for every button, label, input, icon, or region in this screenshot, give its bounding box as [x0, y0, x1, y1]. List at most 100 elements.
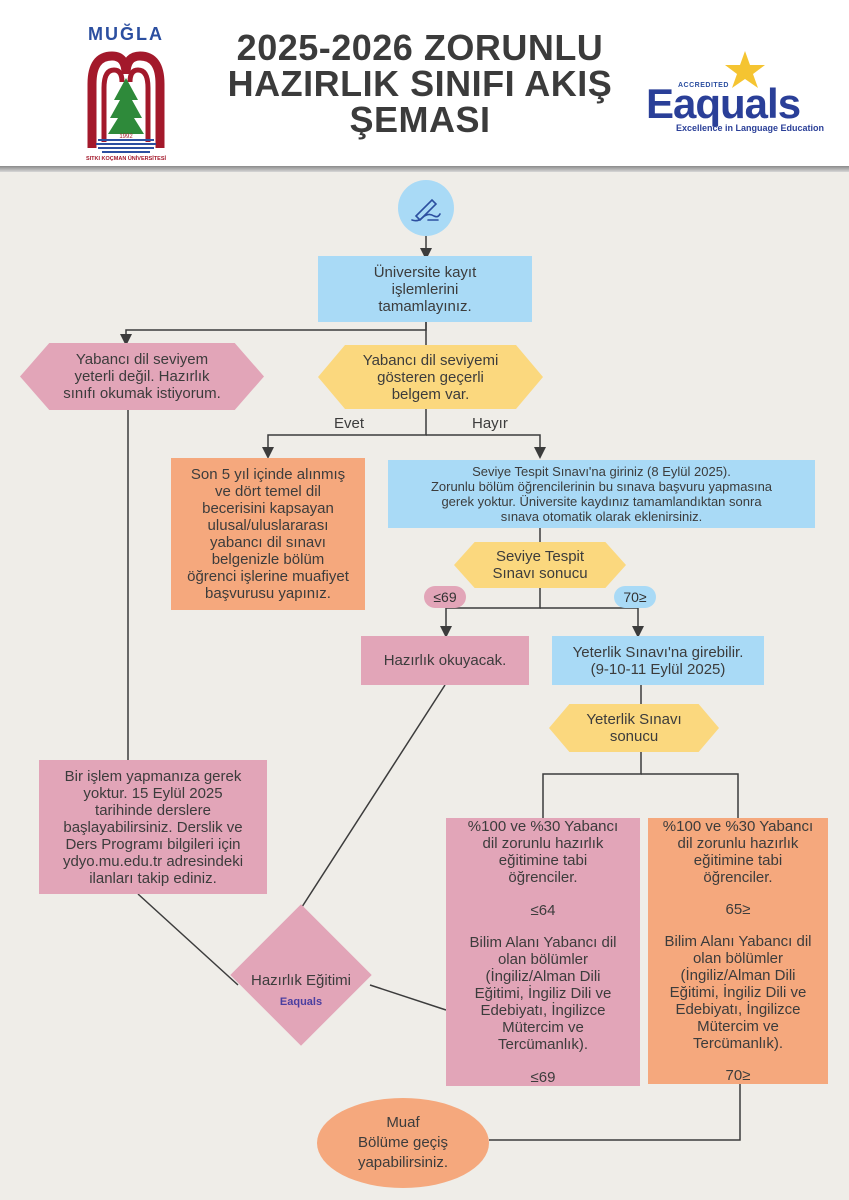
node-text: Bölüme geçiş [357, 1134, 449, 1151]
prep-education-label: Hazırlık Eğitimi [250, 972, 351, 989]
start-node [398, 180, 454, 236]
node-text: Yeterlik Sınavı [586, 711, 682, 728]
node-text: Yeterlik Sınavı'na girebilir. [572, 643, 744, 661]
node-prep-will-study: Hazırlık okuyacak. [361, 636, 529, 685]
node-text: (9-10-11 Eylül 2025) [590, 660, 726, 678]
node-text: tarihinde derslere [95, 801, 211, 819]
node-text: (İngiliz/Alman Dili [485, 968, 601, 986]
threshold-general: 65≥ [725, 901, 751, 918]
node-text: eğitimine tabi [693, 852, 783, 869]
node-text: Muaf [386, 1114, 420, 1131]
title-line: HAZIRLIK SINIFI AKIŞ [227, 63, 613, 104]
header-divider [0, 166, 849, 172]
university-logo: 1992 SITKI KOÇMAN ÜNİVERSİTESİ [86, 51, 167, 162]
node-proficiency-eligible: Yeterlik Sınavı'na girebilir. (9-10-11 E… [552, 636, 764, 685]
node-text: %100 ve %30 Yabancı [467, 818, 619, 835]
node-not-sufficient: Yabancı dil seviyem yeterli değil. Hazır… [20, 343, 264, 410]
node-text: gerek yoktur. Üniversite kaydınız tamaml… [441, 494, 762, 509]
node-text: gösteren geçerli [377, 368, 484, 386]
node-text: dil zorunlu hazırlık [677, 835, 799, 852]
edge-label-no: Hayır [472, 415, 508, 432]
node-text: Mütercim ve [502, 1019, 584, 1037]
threshold-languages: 70≥ [725, 1067, 751, 1084]
node-text: Tercümanlık). [692, 1035, 784, 1052]
title-line: ŞEMASI [349, 99, 491, 140]
node-placement-result: Seviye Tespit Sınavı sonucu [454, 542, 626, 588]
node-text: Eğitimi, İngiliz Dili ve [669, 984, 807, 1001]
node-registration: Üniversite kayıt işlemlerini tamamlayını… [318, 256, 532, 322]
node-text: eğitimine tabi [498, 852, 588, 869]
prep-education-logo: Eaquals [279, 996, 323, 1008]
node-text: sınava otomatik olarak eklenirsiniz. [500, 509, 703, 524]
node-text: belgem var. [391, 385, 470, 403]
star-icon [725, 51, 765, 88]
university-logo-year: 1992 [119, 134, 133, 140]
node-text: belgenizle bölüm [211, 551, 325, 568]
node-text: Zorunlu bölüm öğrencilerinin bu sınava b… [430, 479, 773, 494]
node-placement-exam: Seviye Tespit Sınavı'na giriniz (8 Eylül… [388, 460, 815, 528]
eaquals-tagline: Excellence in Language Education [676, 123, 825, 133]
eaquals-accredited: ACCREDITED [678, 82, 729, 89]
node-exempt: Muaf Bölüme geçiş yapabilirsiniz. [317, 1098, 489, 1188]
node-text: Edebiyatı, İngilizce [675, 1001, 801, 1018]
node-text: olan bölümler [497, 951, 589, 969]
node-text: Yabancı dil seviyem [75, 351, 209, 368]
node-no-action-needed: Bir işlem yapmanıza gerek yoktur. 15 Eyl… [39, 760, 267, 894]
hand-writing-icon [411, 198, 441, 222]
node-fail-group: %100 ve %30 Yabancı dil zorunlu hazırlık… [446, 818, 640, 1086]
node-text: başlayabilirsiniz. Derslik ve [63, 818, 243, 836]
node-text: Bilim Alanı Yabancı dil [469, 934, 617, 952]
node-text: Sınavı sonucu [492, 565, 588, 582]
node-text: sınıfı okumak istiyorum. [63, 385, 221, 402]
node-proficiency-result: Yeterlik Sınavı sonucu [549, 704, 719, 752]
eaquals-logo [725, 51, 765, 88]
node-text: Son 5 yıl içinde alınmış [190, 466, 346, 483]
node-text: sonucu [609, 728, 659, 745]
node-text: öğrenciler. [508, 869, 578, 886]
node-text: Bilim Alanı Yabancı dil [664, 933, 812, 950]
node-text: Üniversite kayıt [373, 263, 477, 281]
node-text: yeterli değil. Hazırlık [74, 368, 210, 385]
node-text: ydyo.mu.edu.tr adresindeki [62, 852, 244, 870]
threshold-languages: ≤69 [530, 1069, 556, 1087]
university-logo-text: MUĞLA [88, 24, 164, 44]
node-text: Tercümanlık). [497, 1036, 589, 1054]
node-text: Mütercim ve [697, 1018, 779, 1035]
node-exemption-application: Son 5 yıl içinde alınmış ve dört temel d… [171, 458, 365, 610]
page-title: 2025-2026 ZORUNLU HAZIRLIK SINIFI AKIŞ Ş… [190, 30, 650, 138]
node-text: dil zorunlu hazırlık [482, 835, 604, 852]
node-text: ulusal/uluslararası [207, 517, 329, 534]
node-text: ilanları takip ediniz. [89, 869, 217, 887]
node-text: tamamlayınız. [378, 297, 472, 315]
node-text: (İngiliz/Alman Dili [680, 967, 796, 984]
node-text: yapabilirsiniz. [357, 1154, 449, 1171]
node-text: başvurusu yapınız. [205, 585, 331, 602]
node-text: yoktur. 15 Eylül 2025 [83, 784, 223, 802]
node-text: becerisini kapsayan [202, 500, 334, 517]
university-logo-subtext: SITKI KOÇMAN ÜNİVERSİTESİ [86, 155, 167, 162]
score-pill-high: 70≥ [614, 586, 656, 608]
node-text: Yabancı dil seviyemi [362, 351, 499, 369]
edge-label-yes: Evet [334, 415, 365, 432]
node-text: öğrenciler. [703, 869, 773, 886]
node-pass-group: %100 ve %30 Yabancı dil zorunlu hazırlık… [648, 818, 828, 1084]
score-pill-low: ≤69 [424, 586, 466, 608]
node-text: %100 ve %30 Yabancı [662, 818, 814, 835]
eaquals-wordmark: Eaquals [646, 80, 801, 127]
node-text: Hazırlık okuyacak. [383, 652, 507, 669]
threshold-general: ≤64 [530, 901, 556, 919]
node-text: olan bölümler [692, 950, 784, 967]
node-text: ve dört temel dil [215, 483, 321, 500]
title-line: 2025-2026 ZORUNLU [236, 27, 604, 68]
node-text: Seviye Tespit [495, 548, 585, 565]
node-has-certificate: Yabancı dil seviyemi gösteren geçerli be… [318, 345, 543, 409]
header [0, 0, 849, 166]
node-text: öğrenci işlerine muafiyet [187, 568, 349, 585]
node-text: Ders Programı bilgileri için [65, 835, 241, 853]
node-text: yabancı dil sınavı [210, 534, 326, 551]
node-text: Edebiyatı, İngilizce [480, 1002, 606, 1020]
node-text: Bir işlem yapmanıza gerek [64, 767, 242, 785]
node-text: Eğitimi, İngiliz Dili ve [474, 985, 612, 1003]
node-text: işlemlerini [391, 280, 459, 298]
